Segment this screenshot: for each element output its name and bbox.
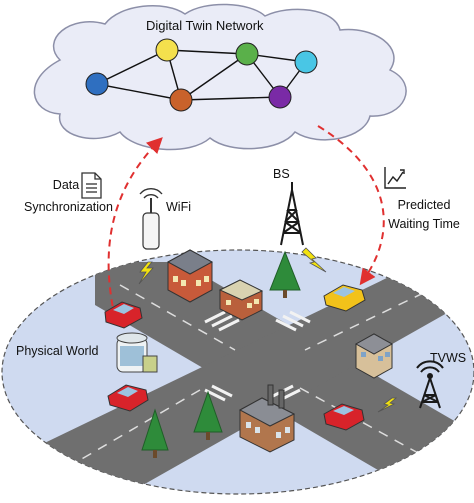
tvws-tower-icon <box>416 360 444 409</box>
bs-tower-icon <box>280 182 304 246</box>
network-title: Digital Twin Network <box>146 18 264 33</box>
building-icon <box>238 384 296 453</box>
network-node-cyan <box>294 50 318 74</box>
predicted-line2: Waiting Time <box>388 216 460 231</box>
data-sync-line2: Synchronization <box>24 199 113 214</box>
document-icon <box>81 172 102 199</box>
cloud <box>33 3 407 151</box>
building-icon <box>166 249 214 303</box>
wifi-tower-icon <box>139 188 163 250</box>
tvws-label: TVWS <box>430 351 467 365</box>
network-node-blue <box>85 72 109 96</box>
lightning-icon <box>138 261 154 285</box>
car-icon <box>323 403 365 431</box>
data-sync-label: Data Synchronization <box>24 178 113 215</box>
physical-world-label: Physical World <box>16 344 99 358</box>
network-node-purple <box>268 85 292 109</box>
predicted-line1: Predicted <box>397 198 451 212</box>
tree-icon <box>141 408 169 458</box>
wifi-label: WiFi <box>166 200 191 214</box>
predicted-label: Predicted Waiting Time <box>374 198 474 232</box>
tree-icon <box>269 250 301 298</box>
network-node-yellow <box>155 38 179 62</box>
car-icon <box>107 384 149 412</box>
chart-trend-icon <box>384 167 406 189</box>
lightning-icon <box>301 247 327 273</box>
building-icon <box>218 279 264 321</box>
predicted-arrow <box>317 125 385 286</box>
lightning-icon <box>377 397 398 413</box>
car-icon <box>323 284 366 312</box>
network-node-orange <box>169 88 193 112</box>
tree-icon <box>193 390 223 440</box>
car-icon <box>104 301 143 329</box>
building-icon <box>116 332 158 373</box>
data-sync-arrow <box>107 137 163 319</box>
data-sync-line1: Data <box>52 178 80 192</box>
building-icon <box>354 333 394 379</box>
network-nodes <box>85 38 318 112</box>
network-node-green <box>235 42 259 66</box>
bs-label: BS <box>273 167 290 181</box>
